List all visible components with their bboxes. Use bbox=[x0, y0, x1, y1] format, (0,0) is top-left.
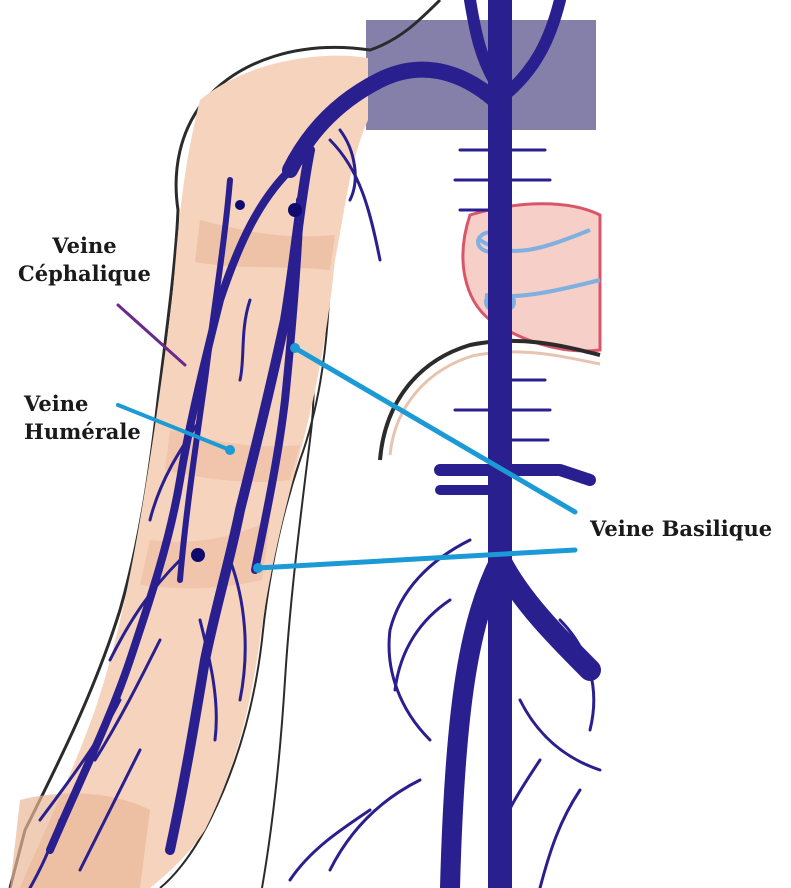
label-humeral-line1: Veine bbox=[24, 390, 141, 418]
label-cephalic-line1: Veine bbox=[18, 232, 151, 260]
label-humeral-vein: Veine Humérale bbox=[24, 390, 141, 446]
heart bbox=[463, 204, 600, 351]
leader-basilic-lower bbox=[258, 550, 575, 568]
label-cephalic-line2: Céphalique bbox=[18, 260, 151, 288]
label-cephalic-vein: Veine Céphalique bbox=[18, 232, 151, 288]
label-humeral-line2: Humérale bbox=[24, 418, 141, 446]
hand-shade bbox=[10, 793, 150, 888]
label-basilic-vein: Veine Basilique bbox=[590, 515, 772, 543]
leader-basilic-upper bbox=[295, 348, 575, 512]
label-basilic-text: Veine Basilique bbox=[590, 516, 772, 541]
